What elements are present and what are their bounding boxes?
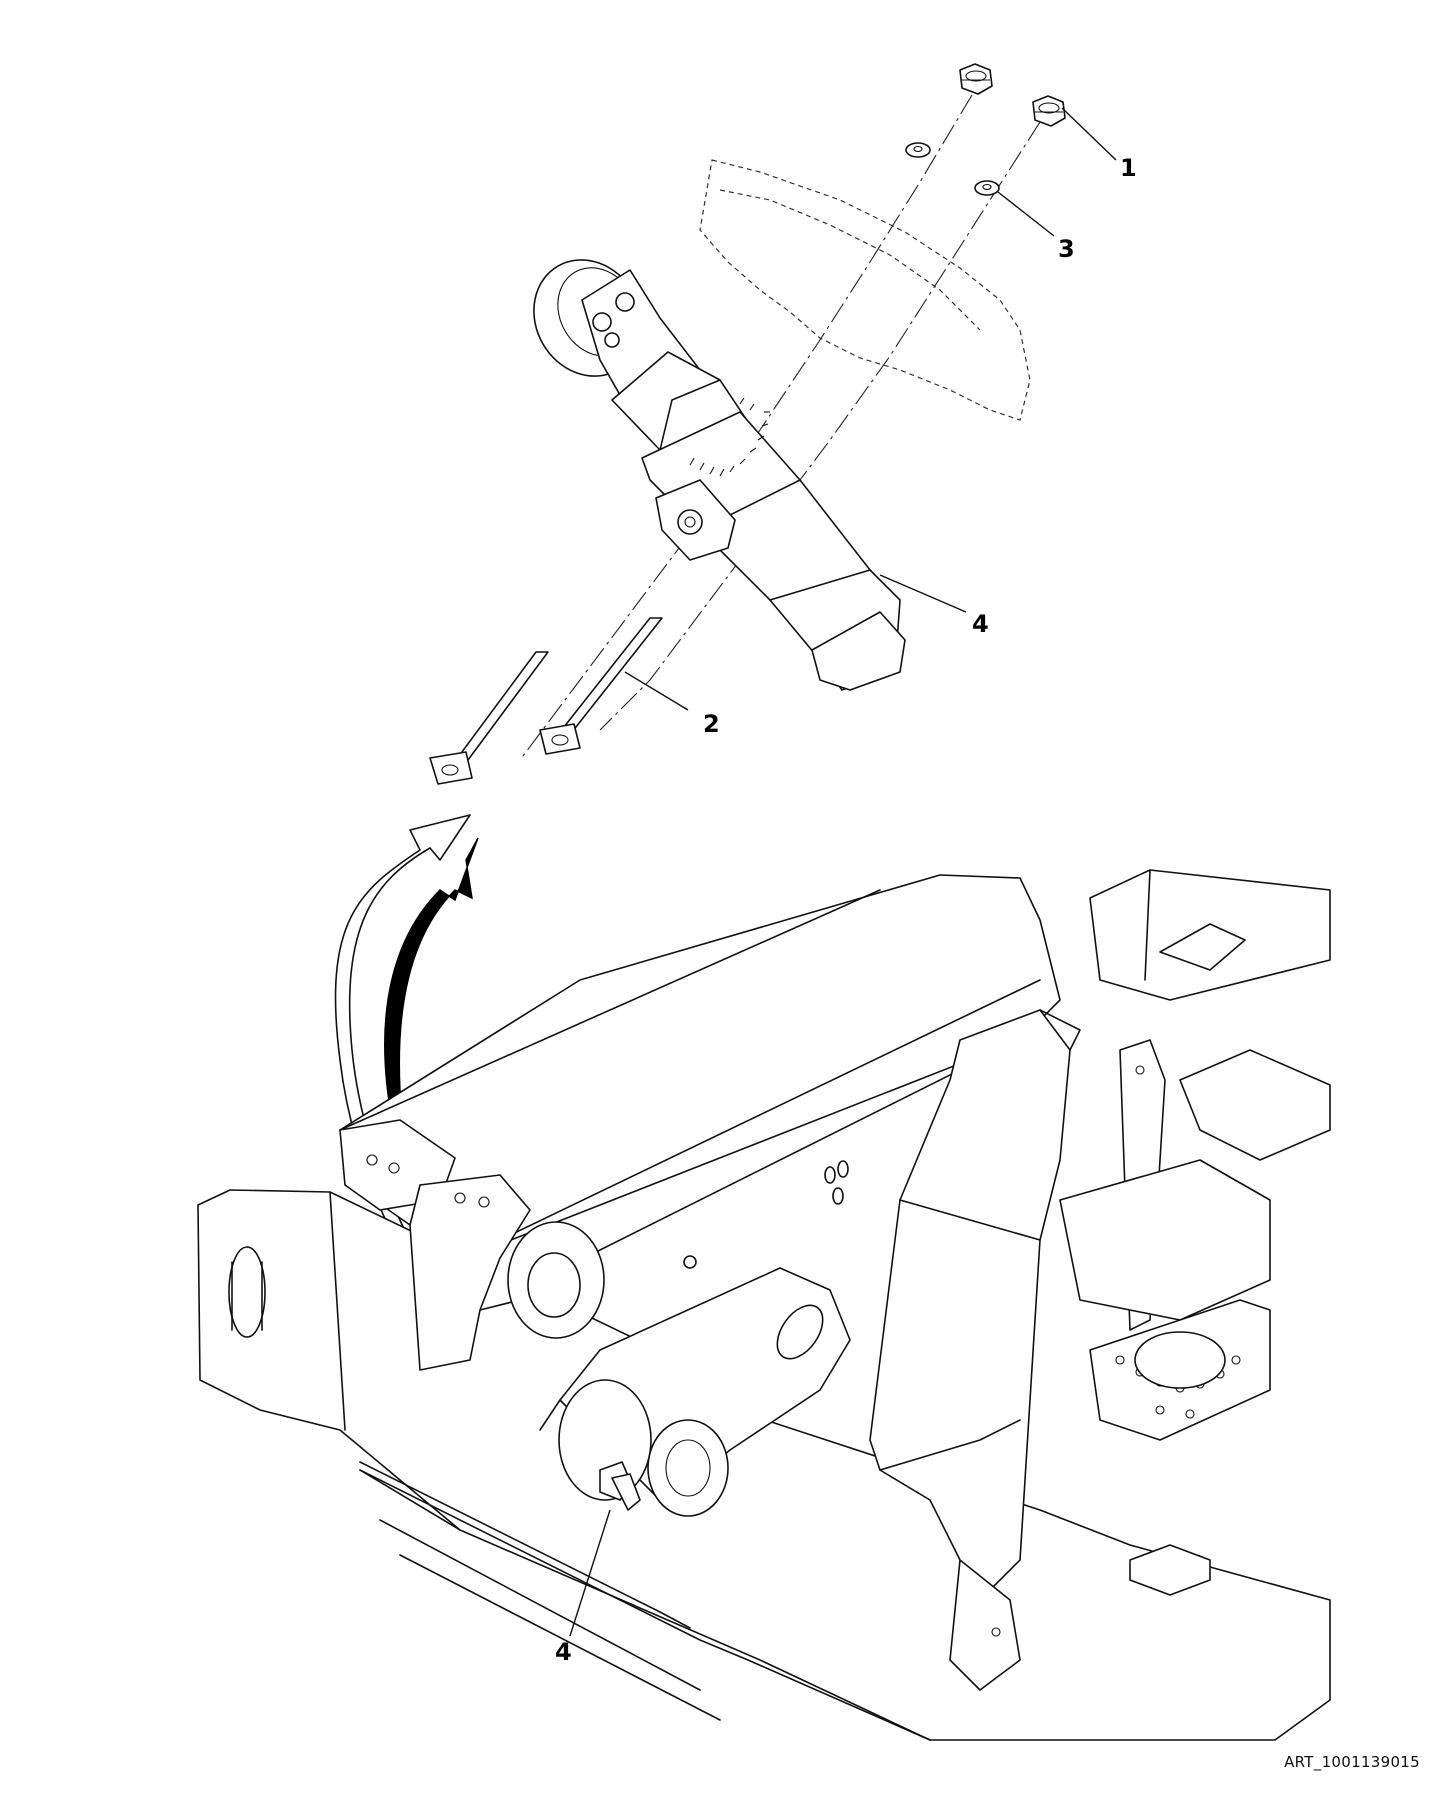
bolt-right-icon — [539, 617, 663, 755]
centerline-right — [599, 121, 1041, 731]
callout-label-4-upper: 4 — [972, 610, 989, 638]
nut-right-icon — [1032, 95, 1066, 127]
leader-4-lower — [569, 1509, 611, 1637]
leader-4-upper — [879, 574, 967, 613]
leader-2 — [624, 671, 689, 711]
exploded-assembly — [429, 63, 1117, 785]
centerline-left — [519, 94, 973, 761]
installed-sensor-icon — [599, 1461, 641, 1511]
callout-label-1: 1 — [1120, 154, 1137, 182]
phantom-mounting-plate — [699, 159, 1031, 421]
leader-1 — [1061, 107, 1117, 161]
washer-left-icon — [905, 142, 931, 158]
leader-3 — [997, 191, 1055, 237]
callout-label-2: 2 — [703, 710, 720, 738]
sensor-assembly — [533, 259, 906, 691]
washer-right-icon — [974, 180, 1000, 196]
callout-label-3: 3 — [1058, 235, 1075, 263]
machine-frame — [197, 869, 1331, 1741]
curved-arrow-solid-icon — [384, 837, 479, 1121]
callout-label-4-lower: 4 — [555, 1638, 572, 1666]
nut-left-icon — [959, 63, 993, 95]
bolt-left-icon — [429, 651, 549, 785]
art-reference-number: ART_1001139015 — [1284, 1753, 1420, 1771]
vertical-column — [869, 1009, 1071, 1601]
